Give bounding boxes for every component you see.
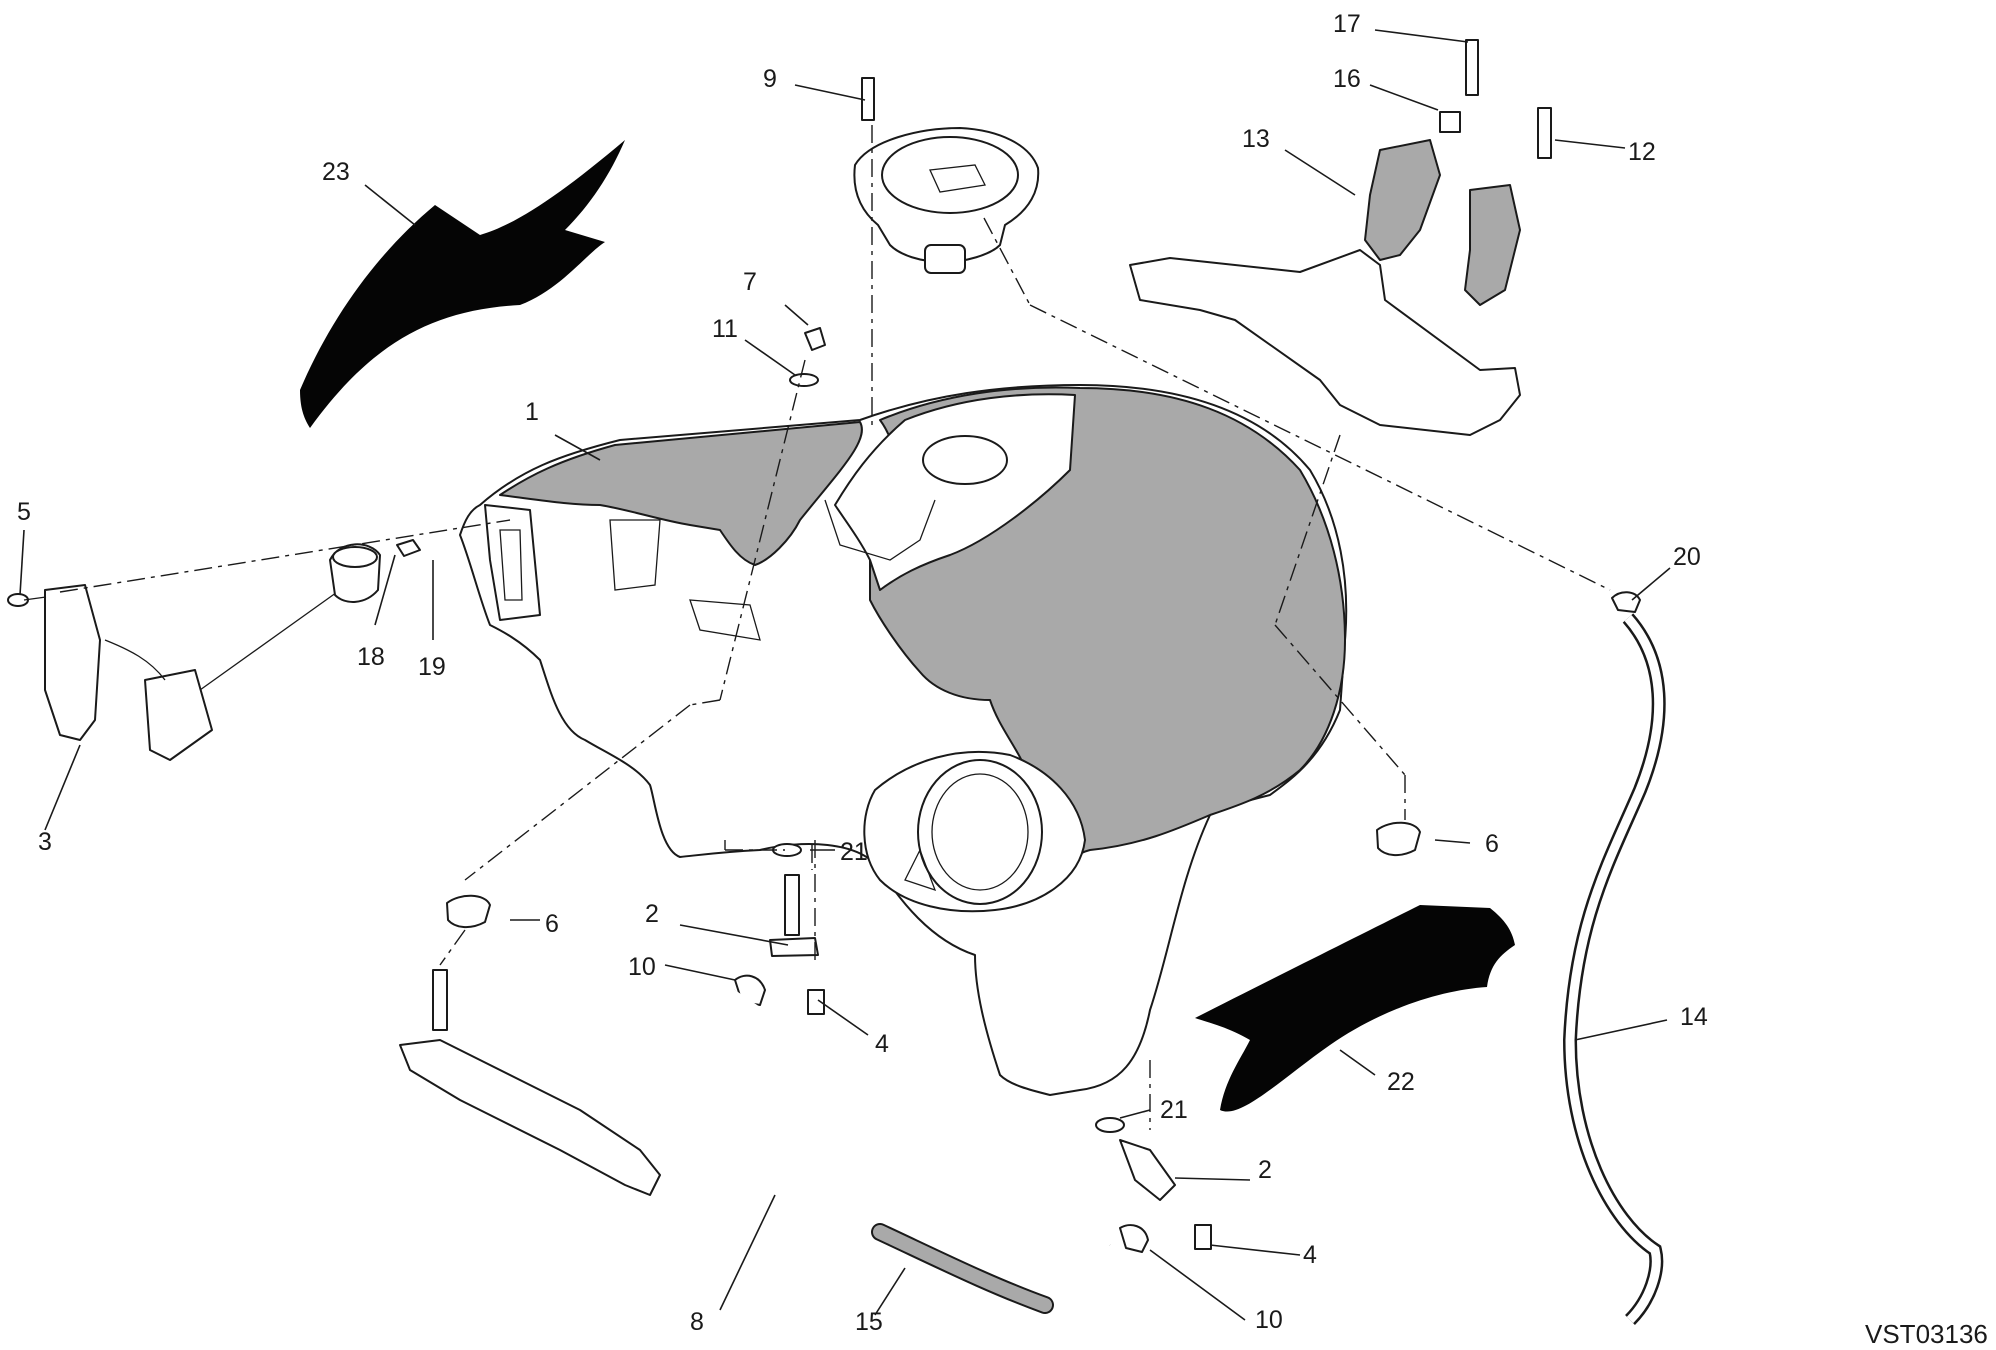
callout-4-upper: 4: [875, 1030, 889, 1058]
callout-10-left: 10: [628, 953, 656, 981]
fuel-sender-part-3: [44, 543, 381, 761]
callout-8: 8: [690, 1308, 704, 1336]
callout-5: 5: [17, 498, 31, 526]
hose-15-inner: [873, 1225, 1052, 1312]
lower-stud: [432, 969, 448, 1031]
assembly-lines: [59, 125, 1611, 1130]
callout-17: 17: [1333, 10, 1361, 38]
callout-9: 9: [763, 65, 777, 93]
callout-6-right: 6: [1485, 830, 1499, 858]
callout-10-right: 10: [1255, 1306, 1283, 1334]
leader-lines: [19, 29, 1671, 1321]
callout-21-lower: 21: [1160, 1096, 1188, 1124]
hose-8-inner: [668, 984, 1119, 1321]
panel-23-shape: [300, 140, 625, 428]
callout-18: 18: [357, 643, 385, 671]
callout-labels: 23 1 9 7 11 17 16 13 12 20 5 18 19 3 6 6…: [17, 10, 1708, 1336]
callout-6-left: 6: [545, 910, 559, 938]
callout-4-lower: 4: [1303, 1241, 1317, 1269]
callout-7: 7: [743, 268, 757, 296]
callout-11: 11: [712, 315, 738, 343]
callout-21-upper: 21: [840, 838, 868, 866]
callout-1: 1: [525, 398, 539, 426]
panel-22-shape: [1195, 905, 1515, 1112]
bracket-part-13: [1129, 139, 1521, 436]
callout-12: 12: [1628, 138, 1656, 166]
callout-14: 14: [1680, 1003, 1708, 1031]
filler-cap-part: [853, 127, 1040, 274]
callout-2-upper: 2: [645, 900, 659, 928]
fuel-tank-part-1: [459, 384, 1348, 1096]
callout-23: 23: [322, 158, 350, 186]
callout-19: 19: [418, 653, 446, 681]
callout-13: 13: [1242, 125, 1270, 153]
callout-16: 16: [1333, 65, 1361, 93]
callout-3: 3: [38, 828, 52, 856]
hose-14-inner: [1565, 615, 1664, 1324]
small-hardware: [7, 39, 1641, 1253]
callout-20: 20: [1673, 543, 1701, 571]
drawing-code: VST03136: [1865, 1319, 1988, 1349]
callout-2-lower: 2: [1258, 1156, 1272, 1184]
lower-bracket-part: [399, 1039, 661, 1196]
callout-22: 22: [1387, 1068, 1415, 1096]
callout-15: 15: [855, 1308, 883, 1336]
